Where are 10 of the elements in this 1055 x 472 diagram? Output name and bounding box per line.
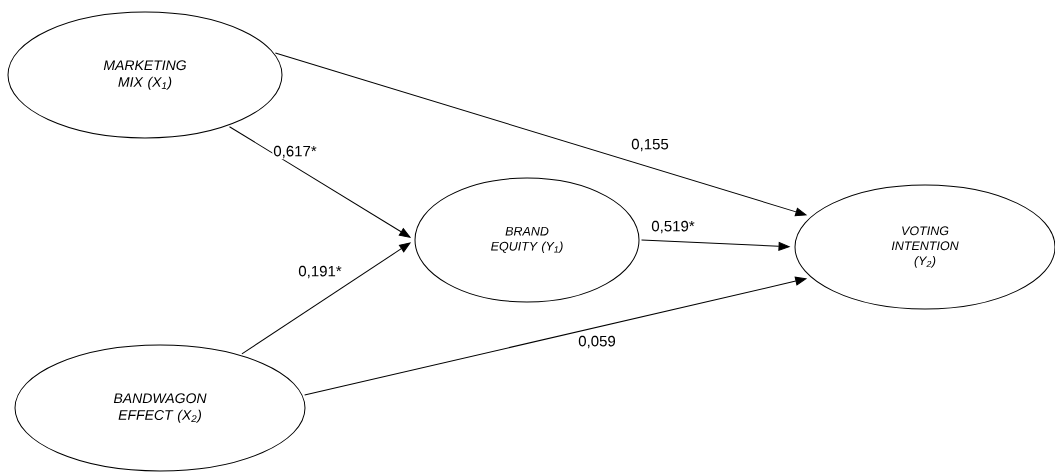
arrow xyxy=(241,242,411,355)
arrow xyxy=(229,126,411,238)
arrow xyxy=(274,52,807,217)
edge-label: 0,519* xyxy=(650,219,696,235)
arrow xyxy=(641,239,790,251)
arrow xyxy=(304,276,807,396)
edge-label: 0,155 xyxy=(630,137,670,153)
edge-label: 0,617* xyxy=(272,144,318,160)
edge-label: 0,191* xyxy=(297,264,343,280)
edge-label: 0,059 xyxy=(577,334,617,350)
